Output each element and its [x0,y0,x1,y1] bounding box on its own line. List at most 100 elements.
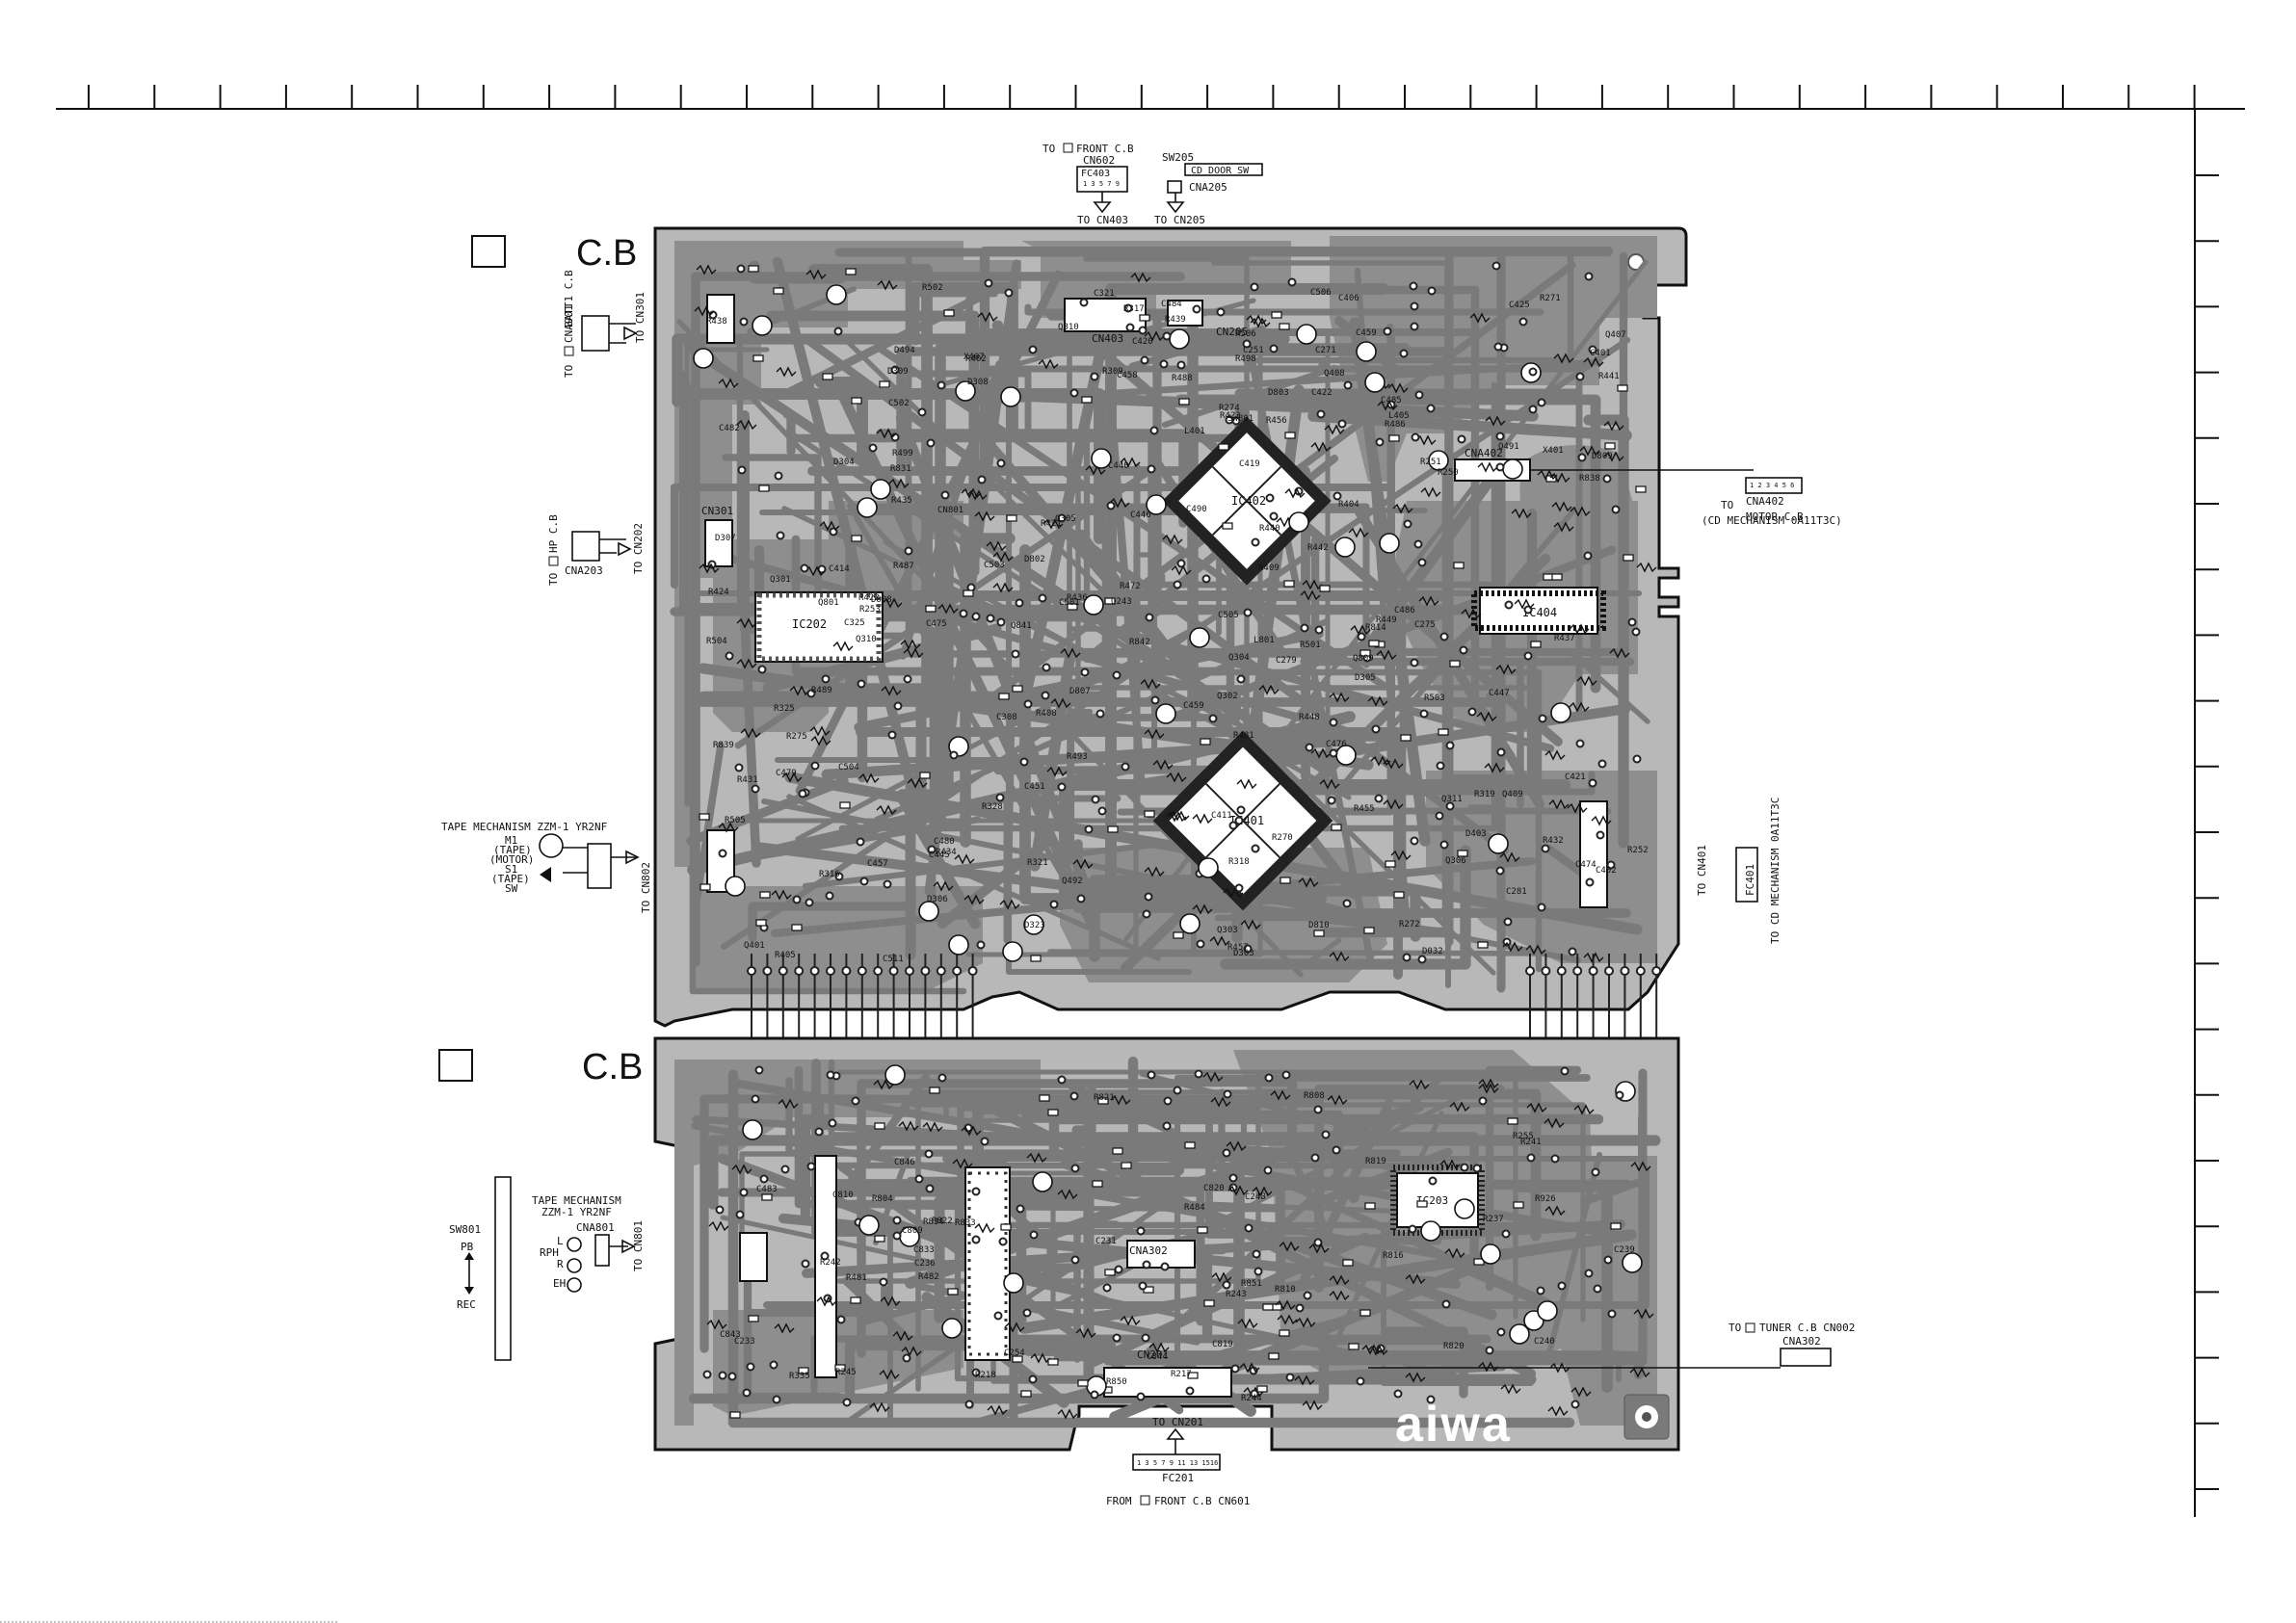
aiwa-logo: aiwa [1395,1397,1512,1453]
component-label: C490 [1186,505,1207,514]
component-label: C421 [1565,772,1586,782]
svg-text:CNA302: CNA302 [1782,1335,1821,1348]
svg-text:SW801: SW801 [449,1223,481,1236]
component-label: Q408 [1324,369,1345,379]
svg-text:FC403: FC403 [1081,169,1110,179]
component-label: R504 [706,637,727,646]
cn202-label: CN301 [701,505,733,517]
svg-text:BATT1 C.B: BATT1 C.B [563,270,575,327]
svg-text:1 3 5 7 9: 1 3 5 7 9 [1083,180,1120,188]
component-label: R506 [1235,329,1256,339]
component-label: R455 [1354,804,1375,814]
component-label: R409 [1258,563,1280,573]
callout-batt: TO CNA901 BATT1 C.B TO CN301 [563,270,647,378]
component-label: R482 [918,1272,939,1282]
svg-text:TO CN301: TO CN301 [634,292,647,343]
callout-tape-motor: TAPE MECHANISM ZZM-1 YR2NF M1 (TAPE) (MO… [441,821,652,913]
component-label: R325 [774,704,795,714]
upper-board: IC402 IC401 IC404 IC202 CN403 CN205 [653,226,1688,1072]
component-label: C819 [1212,1340,1233,1349]
component-label: R435 [891,496,912,506]
svg-text:ZZM-1 YR2NF: ZZM-1 YR2NF [541,1206,612,1218]
component-label: Q401 [744,941,765,951]
component-label: C843 [720,1330,741,1340]
component-label: D308 [967,378,989,387]
component-label: L405 [1388,411,1410,421]
cn205-label: CN205 [1216,326,1248,338]
component-label: Q407 [1605,330,1626,340]
svg-text:TO CN802: TO CN802 [640,862,652,913]
component-label: R449 [1376,615,1397,625]
callout-tuner: TO TUNER C.B CN002 CNA302 [1368,1322,1855,1369]
component-label: R402 [965,354,987,364]
cn201-label: CN201 [1137,1348,1169,1361]
component-label: R810 [1275,1285,1296,1295]
component-label: R486 [1385,420,1406,430]
component-label: C275 [1414,620,1436,630]
component-label: R842 [1129,638,1150,647]
component-label: R838 [1579,474,1600,484]
component-label: R245 [835,1368,857,1377]
callout-tape-head: TAPE MECHANISM ZZM-1 YR2NF CNA801 L RPH … [532,1194,645,1293]
component-label: R493 [1067,752,1088,762]
component-label: X407 [963,353,985,362]
callout-bottom-front: TO CN201 1 3 5 7 9 11 13 1516 FC201 FROM… [1106,1416,1250,1507]
component-label: R816 [1383,1251,1404,1261]
cn202 [704,519,733,567]
cna302-board-label: CNA302 [1129,1244,1168,1257]
svg-text:TO CN202: TO CN202 [632,523,645,574]
component-label: C502 [888,399,910,408]
component-label: C254 [1004,1348,1025,1358]
component-label: C844 [1147,1352,1168,1362]
component-label: R834 [923,1217,944,1227]
svg-text:CNA203: CNA203 [565,564,603,577]
svg-text:TO CN205: TO CN205 [1154,214,1205,226]
component-label: R501 [1300,641,1321,650]
component-label: Q491 [1498,442,1519,452]
component-label: L401 [1184,427,1205,436]
component-label: Q492 [1062,877,1083,886]
component-label: C485 [1381,396,1402,406]
component-label: R421 [1041,519,1062,529]
svg-text:TAPE MECHANISM ZZM-1 YR2NF: TAPE MECHANISM ZZM-1 YR2NF [441,821,607,833]
component-label: R499 [892,449,913,458]
component-label: R439 [1165,315,1186,325]
svg-text:(MOTOR): (MOTOR) [489,853,534,866]
callout-motor-cb: 1 2 3 4 5 6 CNA402 TO MOTOR C.B (CD MECH… [1530,469,1842,527]
component-label: C810 [832,1191,854,1200]
component-label: C504 [838,763,859,772]
svg-text:FC201: FC201 [1162,1472,1194,1484]
svg-text:MOTOR C.B: MOTOR C.B [1746,510,1804,523]
svg-text:PB: PB [461,1241,474,1253]
svg-text:R: R [557,1258,564,1270]
svg-text:CNA901: CNA901 [563,304,575,343]
component-label: R321 [1027,858,1048,868]
component-label: R317 [1123,304,1145,314]
component-label: Q801 [818,598,839,608]
svg-text:L: L [557,1235,564,1247]
svg-text:CNA402: CNA402 [1746,495,1784,508]
component-label: C445 [929,851,950,860]
svg-text:1 2 3 4 5 6: 1 2 3 4 5 6 [1750,482,1794,489]
svg-text:TO CN801: TO CN801 [632,1220,645,1271]
component-label: C482 [719,424,740,433]
component-label: C484 [1161,300,1182,309]
component-label: C820 [1203,1184,1225,1193]
callout-sw801: SW801 PB REC [449,1176,512,1361]
component-label: C486 [1394,606,1415,615]
component-label: D305 [1355,673,1376,683]
svg-text:TO: TO [1729,1322,1741,1334]
component-label: R804 [872,1194,893,1204]
component-label: L801 [1254,636,1275,645]
board-marker-lower [438,1049,473,1082]
svg-text:FRONT C.B: FRONT C.B [1076,143,1134,155]
svg-text:SW205: SW205 [1162,151,1194,164]
component-label: C308 [996,713,1017,722]
component-label: D304 [833,458,855,467]
svg-text:EH: EH [553,1277,566,1290]
sheet-frame [0,85,2245,1623]
component-label: C239 [1614,1245,1635,1255]
component-label: C281 [1506,887,1527,897]
component-label: R821 [1094,1093,1115,1103]
